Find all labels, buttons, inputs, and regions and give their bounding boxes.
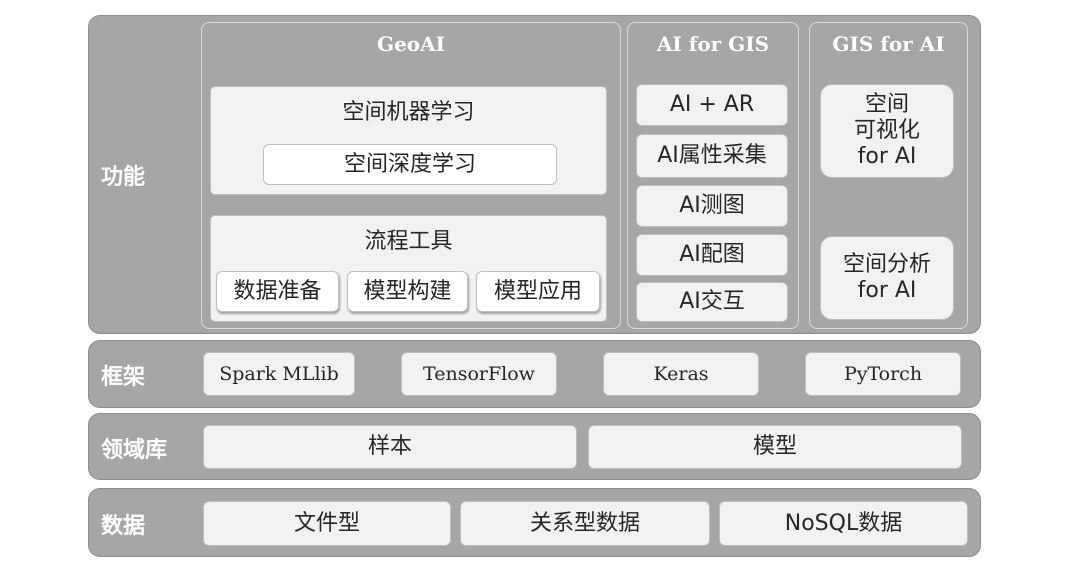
data-prep-box: 数据准备 xyxy=(216,271,339,312)
model-build-box: 模型构建 xyxy=(347,271,468,312)
spatial-visualization-box: 空间 可视化 for AI xyxy=(820,84,954,178)
ai-interaction-box: AI交互 xyxy=(636,282,788,322)
ai-ar-box: AI + AR xyxy=(636,84,788,126)
domain-library-row-label: 领域库 xyxy=(101,438,168,463)
geoai-frame xyxy=(201,22,621,329)
framework-tensorflow: TensorFlow xyxy=(401,352,557,396)
spatial-analysis-line-1: 空间分析 xyxy=(842,252,931,278)
spatial-visualization-line-3: for AI xyxy=(857,143,917,169)
ai-cartography-box: AI配图 xyxy=(636,234,788,276)
spatial-dl-box: 空间深度学习 xyxy=(263,144,557,185)
model-apply-box: 模型应用 xyxy=(476,271,600,312)
function-row-label: 功能 xyxy=(101,165,146,190)
ai-for-gis-title: AI for GIS xyxy=(656,32,770,56)
framework-keras: Keras xyxy=(603,352,759,396)
file-data-box: 文件型 xyxy=(203,501,451,546)
framework-row-label: 框架 xyxy=(101,365,146,390)
relational-data-box: 关系型数据 xyxy=(460,501,710,546)
workflow-title: 流程工具 xyxy=(364,229,453,254)
gis-for-ai-title: GIS for AI xyxy=(832,32,945,56)
ai-for-gis-frame xyxy=(627,22,799,329)
spatial-visualization-line-1: 空间 xyxy=(864,92,909,118)
spatial-ml-title: 空间机器学习 xyxy=(342,100,475,125)
ai-attribute-collection-box: AI属性采集 xyxy=(636,134,788,178)
gis-for-ai-frame xyxy=(809,22,968,329)
spatial-analysis-line-2: for AI xyxy=(857,278,917,303)
geoai-title: GeoAI xyxy=(376,32,446,56)
framework-spark-mllib: Spark MLlib xyxy=(203,352,355,396)
ai-mapping-box: AI测图 xyxy=(636,185,788,227)
models-box: 模型 xyxy=(588,425,962,469)
samples-box: 样本 xyxy=(203,425,577,469)
framework-pytorch: PyTorch xyxy=(805,352,961,396)
data-row-label: 数据 xyxy=(101,514,146,539)
nosql-data-box: NoSQL数据 xyxy=(719,501,968,546)
spatial-visualization-line-2: 可视化 xyxy=(853,118,920,144)
spatial-analysis-box: 空间分析 for AI xyxy=(820,236,954,320)
